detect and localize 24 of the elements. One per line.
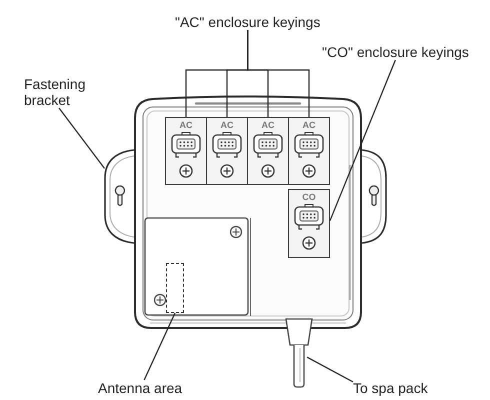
keying-label: AC [262, 120, 274, 130]
keying-label: AC [180, 120, 192, 130]
keying-label: AC [220, 120, 234, 130]
cable [284, 318, 314, 388]
dashed-outline [166, 263, 184, 313]
leader-line [58, 108, 105, 169]
leader-line [247, 30, 310, 117]
callout-label: Fastening bracket [24, 76, 94, 108]
callout-label: "CO" enclosure keyings [322, 44, 469, 60]
connector-bay [206, 117, 248, 185]
mounting-bracket [362, 148, 388, 245]
callout-label: Antenna area [98, 380, 182, 396]
connector-bay [288, 117, 330, 185]
connector-bay [247, 117, 289, 185]
callout-label: "AC" enclosure keyings [175, 14, 320, 30]
connector-bay [288, 189, 330, 258]
mounting-bracket [103, 148, 134, 245]
leader-line [329, 60, 396, 221]
callout-label: To spa pack [353, 380, 428, 396]
leader-line [306, 356, 354, 382]
keying-label: AC [302, 120, 316, 130]
keying-label: CO [302, 192, 316, 202]
leader-line [144, 312, 176, 380]
connector-bay [165, 117, 207, 185]
